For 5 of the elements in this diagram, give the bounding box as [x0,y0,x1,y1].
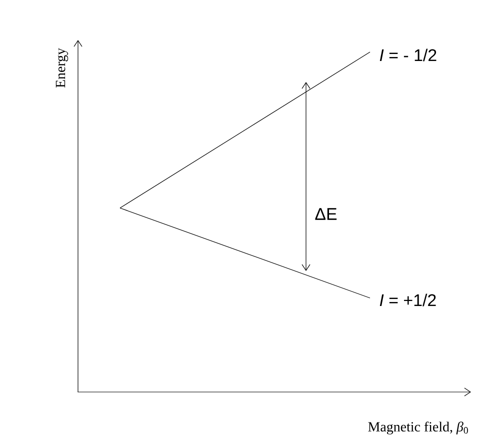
level-label: I = - 1/2 [380,48,436,62]
axis-label: Energy [56,48,68,88]
level-label: I = +1/2 [380,294,436,306]
energy-gap-label: ΔE [315,208,337,220]
axis-label: Magnetic field, β$_{0}$ [368,422,468,434]
